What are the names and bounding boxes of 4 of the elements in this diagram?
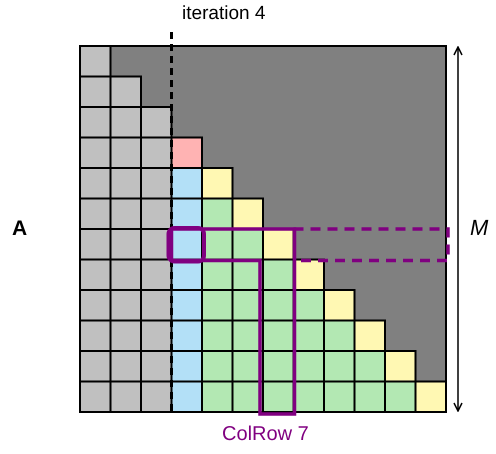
colrow-label: ColRow 7	[222, 424, 309, 444]
matrix-name: A	[12, 218, 28, 239]
dimension-label: M	[470, 217, 488, 239]
iteration-label: iteration 4	[182, 4, 266, 23]
